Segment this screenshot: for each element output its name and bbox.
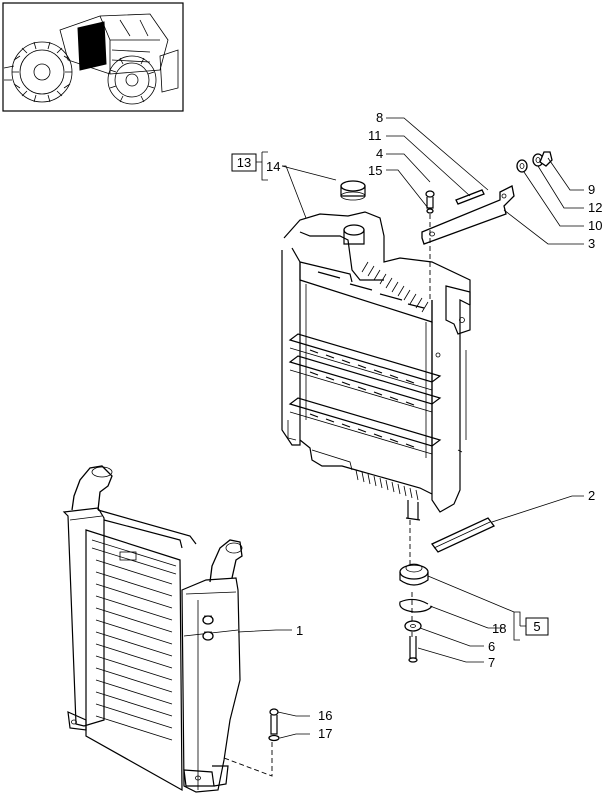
label-1: 1 bbox=[296, 623, 303, 638]
label-4: 4 bbox=[376, 146, 383, 161]
label-6: 6 bbox=[488, 639, 495, 654]
label-3: 3 bbox=[588, 236, 595, 251]
label-8: 8 bbox=[376, 110, 383, 125]
radiator-cap bbox=[340, 180, 366, 201]
label-16: 16 bbox=[318, 708, 332, 723]
label-7: 7 bbox=[488, 655, 495, 670]
intercooler-bolt bbox=[268, 708, 280, 742]
label-9: 9 bbox=[588, 182, 595, 197]
label-box-5 bbox=[525, 617, 549, 636]
intercooler bbox=[62, 465, 243, 793]
label-box-13 bbox=[231, 153, 257, 172]
mounting-grommet bbox=[399, 563, 433, 663]
label-2: 2 bbox=[588, 488, 595, 503]
label-10: 10 bbox=[588, 218, 602, 233]
reference-labels: 13 14 8 11 4 15 9 12 10 3 2 5 18 6 7 1 1… bbox=[231, 110, 602, 741]
label-13: 13 bbox=[237, 155, 251, 170]
mounting-bracket bbox=[421, 151, 553, 245]
align-line-intercooler bbox=[223, 742, 273, 777]
label-15: 15 bbox=[368, 163, 382, 178]
label-5: 5 bbox=[533, 619, 540, 634]
label-11: 11 bbox=[368, 128, 382, 143]
label-12: 12 bbox=[588, 200, 602, 215]
locator-thumbnail bbox=[2, 2, 184, 112]
label-17: 17 bbox=[318, 726, 332, 741]
leader-lines bbox=[237, 117, 584, 739]
rubber-strip bbox=[430, 517, 496, 553]
radiator bbox=[281, 211, 471, 521]
label-14: 14 bbox=[266, 159, 280, 174]
label-18: 18 bbox=[492, 621, 506, 636]
